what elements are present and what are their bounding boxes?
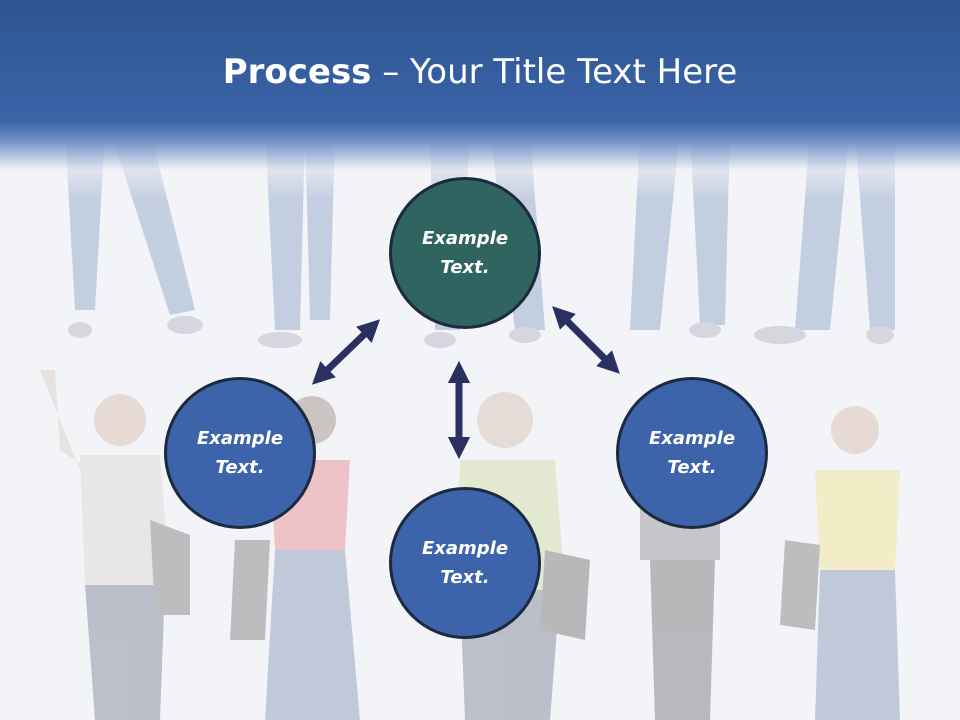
arrow-top-left xyxy=(311,319,381,385)
node-right: Example Text. xyxy=(616,377,768,529)
title-bold: Process xyxy=(222,52,372,92)
node-top-text: Example Text. xyxy=(421,228,509,278)
node-top: Example Text. xyxy=(389,177,541,329)
node-left: Example Text. xyxy=(164,377,316,529)
title-banner xyxy=(0,0,960,200)
slide-title: Process – Your Title Text Here xyxy=(0,52,960,92)
arrow-top-right xyxy=(552,306,620,374)
node-bottom-text: Example Text. xyxy=(421,538,509,588)
node-left-text: Example Text. xyxy=(196,428,284,478)
node-bottom: Example Text. xyxy=(389,487,541,639)
node-right-text: Example Text. xyxy=(648,428,736,478)
title-rest: – Your Title Text Here xyxy=(371,52,738,92)
